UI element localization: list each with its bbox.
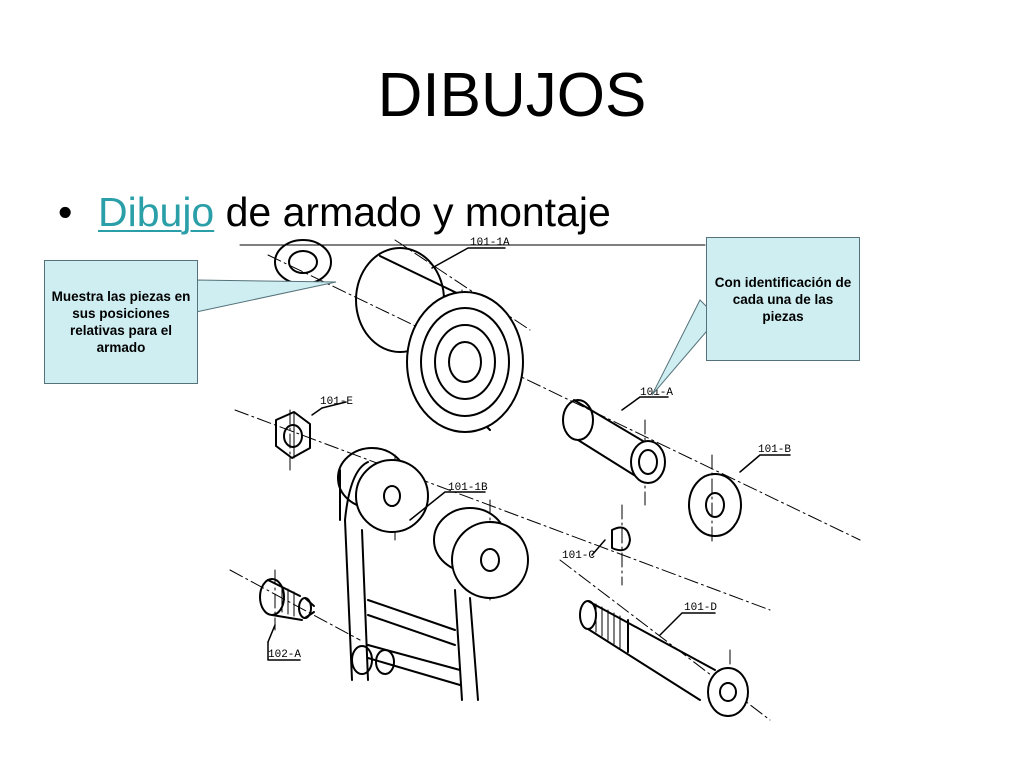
bracket-101-1b bbox=[337, 447, 529, 701]
label-101-c: 101-C bbox=[562, 550, 595, 562]
bullet-dot: • bbox=[58, 189, 73, 235]
washer-101-b bbox=[688, 473, 742, 537]
label-101-1b: 101-1B bbox=[448, 482, 488, 494]
bullet-text: de armado y montaje bbox=[214, 189, 611, 235]
left-callout-pointer bbox=[195, 279, 337, 313]
washer-top-left bbox=[274, 239, 332, 285]
roller-101-1a bbox=[355, 247, 524, 433]
pin-102-a bbox=[259, 578, 315, 621]
label-101-a: 101-A bbox=[640, 387, 673, 399]
slide-title: DIBUJOS bbox=[377, 61, 647, 130]
callout-part-identification: Con identificación de cada una de las pi… bbox=[706, 237, 860, 361]
sleeve-101-a bbox=[562, 399, 666, 484]
label-101-b: 101-B bbox=[758, 444, 791, 456]
bullet-item: • Dibujo de armado y montaje bbox=[58, 186, 611, 238]
bolt-101-d bbox=[579, 600, 749, 717]
callout-assembly-positions: Muestra las piezas en sus posiciones rel… bbox=[44, 260, 198, 384]
hex-nut-101-e bbox=[275, 411, 311, 459]
dibujo-link[interactable]: Dibujo bbox=[98, 189, 215, 235]
label-leaders bbox=[267, 247, 791, 661]
label-101-d: 101-D bbox=[684, 602, 717, 614]
label-102-a: 102-A bbox=[268, 649, 301, 661]
label-101-1a: 101-1A bbox=[470, 237, 510, 249]
label-101-e: 101-E bbox=[320, 396, 353, 408]
key-101-c bbox=[611, 526, 631, 552]
part-labels: 101-1A 101-E 101-A 101-B 101-1B 101-C 10… bbox=[268, 237, 791, 661]
